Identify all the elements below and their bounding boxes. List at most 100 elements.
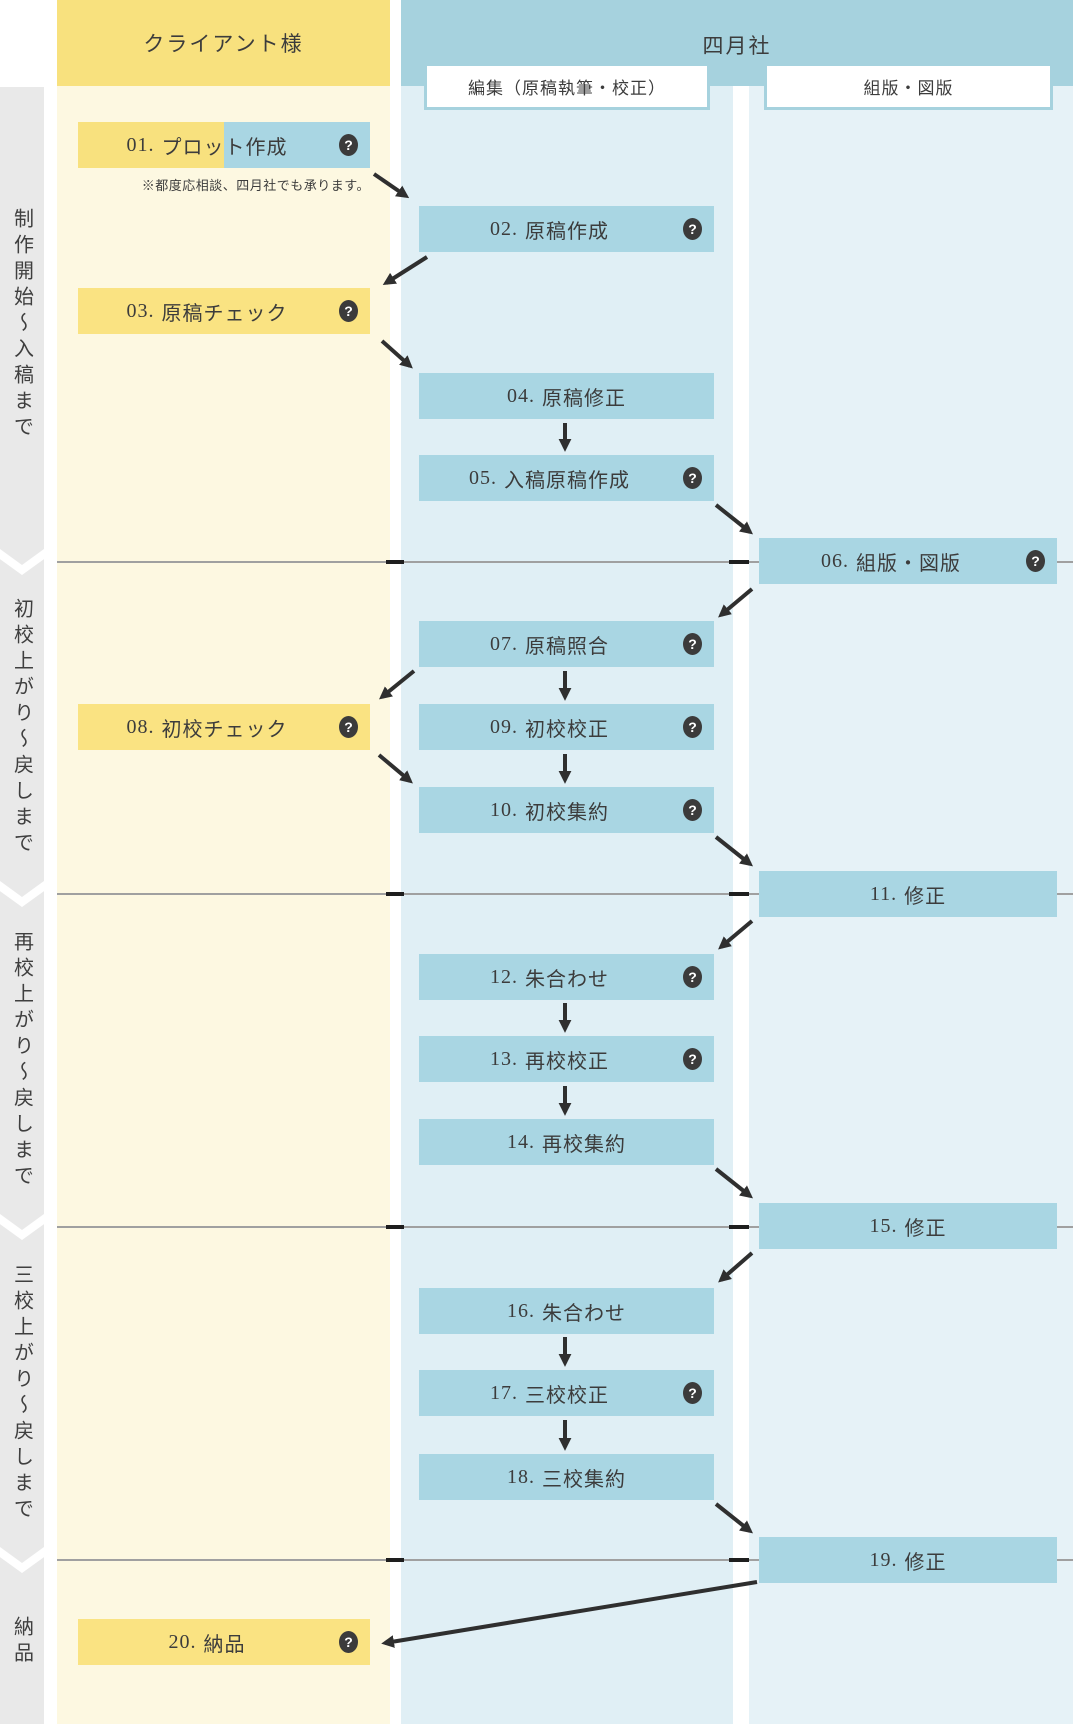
help-icon[interactable]: ? bbox=[683, 966, 702, 988]
subcolumn-typesetting-label: 組版・図版 bbox=[863, 79, 954, 98]
phase-label-4: 三校上がり〜戻しまで bbox=[10, 1263, 33, 1524]
step-label: 朱合わせ bbox=[525, 968, 609, 991]
divider-dash bbox=[386, 560, 404, 564]
divider-dash bbox=[729, 892, 749, 896]
step-number: 18. bbox=[507, 1465, 535, 1488]
help-icon[interactable]: ? bbox=[683, 467, 702, 489]
editing-column-background bbox=[401, 86, 733, 1724]
step-label: 三校集約 bbox=[542, 1468, 626, 1491]
divider-dash bbox=[386, 1558, 404, 1562]
step-label: 修正 bbox=[904, 885, 947, 908]
step-box-16: 16. 朱合わせ bbox=[419, 1288, 714, 1334]
step-number: 01. bbox=[126, 133, 155, 156]
step-number: 05. bbox=[469, 466, 497, 489]
step-number: 12. bbox=[490, 965, 518, 988]
help-icon[interactable]: ? bbox=[683, 716, 702, 738]
help-icon[interactable]: ? bbox=[683, 799, 702, 821]
step-label: 修正 bbox=[904, 1551, 947, 1574]
step-number: 03. bbox=[126, 299, 155, 322]
step-label: 初校チェック bbox=[161, 718, 288, 741]
step-number: 19. bbox=[869, 1548, 898, 1571]
step-box-04: 04. 原稿修正 bbox=[419, 373, 714, 419]
step-box-02: 02. 原稿作成 ? bbox=[419, 206, 714, 252]
subcolumn-editing-label: 編集（原稿執筆・校正） bbox=[468, 79, 666, 98]
subcolumn-header-typesetting: 組版・図版 bbox=[764, 63, 1053, 110]
client-column-background bbox=[57, 86, 390, 1724]
help-icon[interactable]: ? bbox=[683, 633, 702, 655]
step-number: 06. bbox=[821, 549, 849, 572]
phase-divider bbox=[57, 561, 1073, 563]
step-number: 15. bbox=[869, 1214, 898, 1237]
phase-label-2: 初校上がり〜戻しまで bbox=[10, 598, 33, 858]
step-label: 初校集約 bbox=[525, 801, 609, 824]
phase-divider bbox=[57, 1226, 1073, 1228]
step-box-13: 13. 再校校正 ? bbox=[419, 1036, 714, 1082]
client-column-header: クライアント様 bbox=[57, 0, 390, 86]
step-box-06: 06. 組版・図版 ? bbox=[759, 538, 1057, 584]
step-label: 朱合わせ bbox=[542, 1302, 626, 1325]
step-box-09: 09. 初校校正 ? bbox=[419, 704, 714, 750]
step-label: 原稿照合 bbox=[525, 635, 609, 658]
step-box-07: 07. 原稿照合 ? bbox=[419, 621, 714, 667]
phase-divider bbox=[57, 1559, 1073, 1561]
help-icon[interactable]: ? bbox=[683, 218, 702, 240]
help-icon[interactable]: ? bbox=[339, 716, 358, 738]
step-box-08: 08. 初校チェック ? bbox=[78, 704, 370, 750]
step-number: 16. bbox=[507, 1299, 535, 1322]
step-box-19: 19. 修正 bbox=[759, 1537, 1057, 1583]
step-number: 09. bbox=[490, 715, 518, 738]
divider-dash bbox=[729, 1558, 749, 1562]
step-number: 14. bbox=[507, 1130, 535, 1153]
step-label: 三校校正 bbox=[525, 1384, 609, 1407]
divider-dash bbox=[729, 560, 749, 564]
help-icon[interactable]: ? bbox=[339, 300, 358, 322]
step-label: 原稿修正 bbox=[542, 387, 626, 410]
phase-divider bbox=[57, 893, 1073, 895]
phase-label-3: 再校上がり〜戻しまで bbox=[10, 930, 33, 1191]
step-number: 02. bbox=[490, 217, 518, 240]
divider-dash bbox=[729, 1225, 749, 1229]
phase-label-1: 制作開始〜入稿まで bbox=[10, 207, 33, 442]
step-box-01: 01. プロット作成 ? bbox=[78, 122, 370, 168]
client-column-title: クライアント様 bbox=[143, 33, 304, 56]
step-number: 13. bbox=[490, 1047, 518, 1070]
step-number: 04. bbox=[507, 384, 535, 407]
step-label: 組版・図版 bbox=[856, 552, 961, 575]
subcolumn-header-editing: 編集（原稿執筆・校正） bbox=[424, 63, 710, 110]
step-box-17: 17. 三校校正 ? bbox=[419, 1370, 714, 1416]
step-number: 07. bbox=[490, 632, 518, 655]
help-icon[interactable]: ? bbox=[1026, 550, 1045, 572]
divider-dash bbox=[386, 1225, 404, 1229]
phase-label-5: 納品 bbox=[10, 1616, 33, 1668]
help-icon[interactable]: ? bbox=[339, 1631, 358, 1653]
step-box-15: 15. 修正 bbox=[759, 1203, 1057, 1249]
step-01-note: ※都度応相談、四月社でも承ります。 bbox=[141, 178, 370, 193]
step-number: 08. bbox=[126, 715, 155, 738]
step-label: 再校集約 bbox=[542, 1133, 626, 1156]
step-number: 17. bbox=[490, 1381, 518, 1404]
help-icon[interactable]: ? bbox=[339, 134, 358, 156]
step-box-18: 18. 三校集約 bbox=[419, 1454, 714, 1500]
step-label: 入稿原稿作成 bbox=[504, 469, 630, 492]
step-label: 再校校正 bbox=[525, 1050, 609, 1073]
step-box-12: 12. 朱合わせ ? bbox=[419, 954, 714, 1000]
step-box-14: 14. 再校集約 bbox=[419, 1119, 714, 1165]
step-label: 初校校正 bbox=[525, 718, 609, 741]
company-column-title: 四月社 bbox=[702, 35, 772, 58]
step-box-20: 20. 納品 ? bbox=[78, 1619, 370, 1665]
help-icon[interactable]: ? bbox=[683, 1382, 702, 1404]
step-label: 原稿チェック bbox=[161, 302, 288, 325]
step-label: 納品 bbox=[203, 1633, 246, 1656]
step-box-10: 10. 初校集約 ? bbox=[419, 787, 714, 833]
step-number: 11. bbox=[869, 882, 898, 905]
step-box-11: 11. 修正 bbox=[759, 871, 1057, 917]
step-label: プロット作成 bbox=[161, 136, 288, 159]
help-icon[interactable]: ? bbox=[683, 1048, 702, 1070]
step-box-03: 03. 原稿チェック ? bbox=[78, 288, 370, 334]
step-label: 修正 bbox=[904, 1217, 947, 1240]
step-number: 10. bbox=[490, 798, 518, 821]
step-label: 原稿作成 bbox=[525, 220, 609, 243]
step-box-05: 05. 入稿原稿作成 ? bbox=[419, 455, 714, 501]
step-number: 20. bbox=[168, 1630, 197, 1653]
